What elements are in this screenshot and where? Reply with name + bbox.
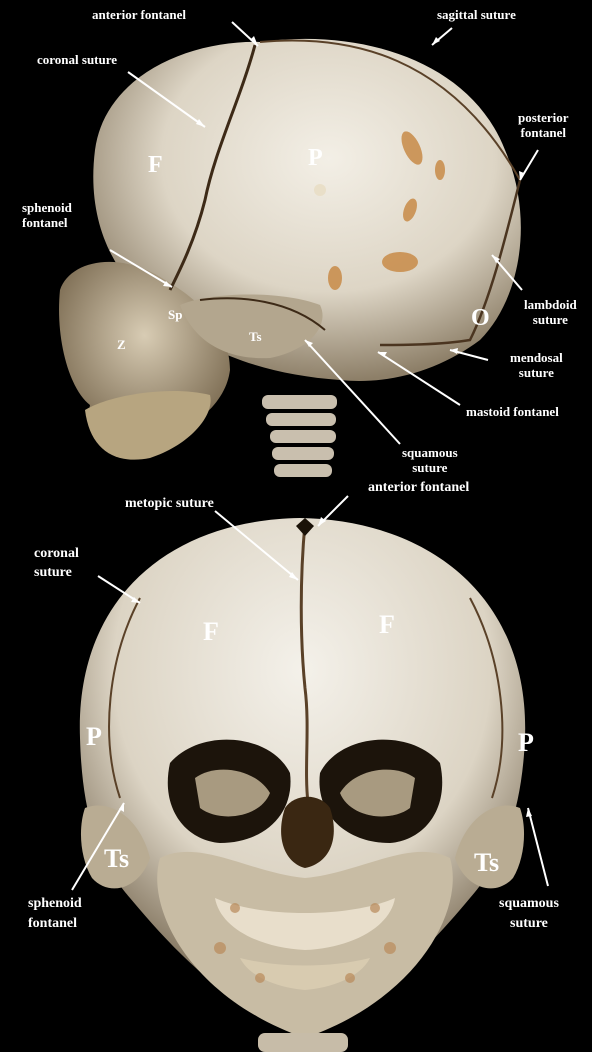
frontal-skull-illustration	[0, 478, 592, 1052]
bone-label-frontal-right: F	[379, 610, 395, 640]
bone-label-zygomatic: Z	[117, 337, 126, 353]
bone-label-temporal-squama-right: Ts	[474, 848, 499, 878]
label-squamous-suture-lateral: squamous suture	[402, 445, 458, 475]
bone-label-frontal-left: F	[203, 617, 219, 647]
label-sphenoid-fontanel-lateral: sphenoid fontanel	[22, 200, 72, 230]
label-anterior-fontanel-frontal: anterior fontanel	[368, 480, 469, 495]
label-sagittal-suture: sagittal suture	[437, 7, 516, 22]
bone-label-temporal-squama-lateral: Ts	[249, 329, 262, 345]
bone-label-temporal-squama-left: Ts	[104, 844, 129, 874]
bone-label-frontal-lateral: F	[148, 152, 163, 179]
bone-label-parietal-lateral: P	[308, 145, 323, 172]
label-mastoid-fontanel: mastoid fontanel	[466, 404, 559, 419]
label-lambdoid-suture: lambdoid suture	[524, 297, 577, 327]
bone-label-sphenoid: Sp	[168, 307, 182, 323]
label-posterior-fontanel: posterior fontanel	[518, 110, 569, 140]
bone-label-parietal-left: P	[86, 722, 102, 752]
lateral-view-panel: anterior fontanel sagittal suture corona…	[0, 0, 592, 478]
frontal-view-panel: anterior fontanel metopic suture coronal…	[0, 478, 592, 1052]
bone-label-parietal-right: P	[518, 728, 534, 758]
label-coronal-suture-frontal: coronal suture	[34, 544, 79, 582]
label-coronal-suture-lateral: coronal suture	[37, 52, 117, 67]
label-mendosal-suture: mendosal suture	[510, 350, 563, 380]
label-sphenoid-fontanel-frontal: sphenoid fontanel	[28, 894, 82, 934]
label-anterior-fontanel-lateral: anterior fontanel	[92, 7, 186, 22]
bone-label-occipital: O	[471, 305, 490, 332]
label-metopic-suture: metopic suture	[125, 496, 214, 511]
label-squamous-suture-frontal: squamous suture	[499, 894, 559, 934]
